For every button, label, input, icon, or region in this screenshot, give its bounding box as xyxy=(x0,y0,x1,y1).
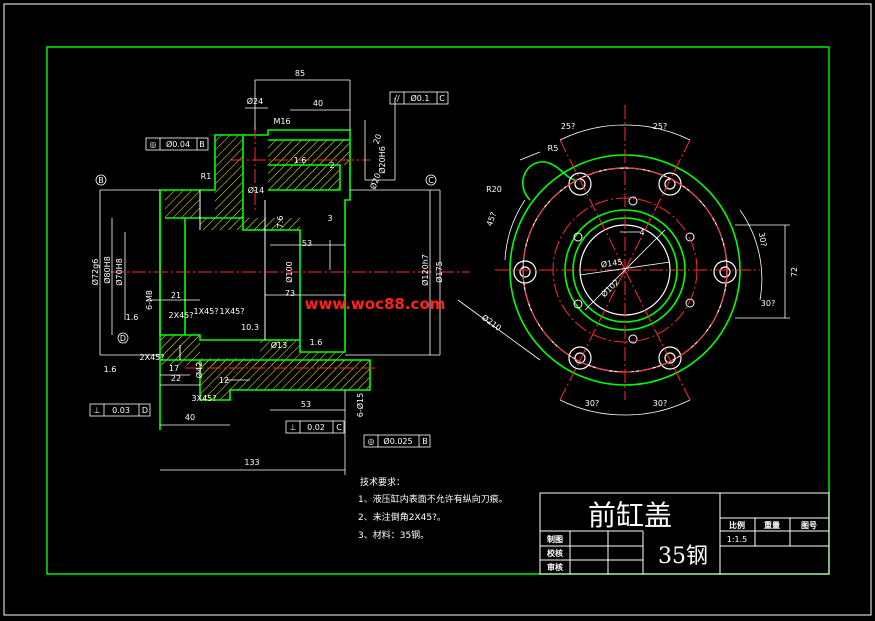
dim-10-3: 10.3 xyxy=(241,323,259,332)
tol-3-value: 0.03 xyxy=(112,406,130,415)
dim-145: Ø145 xyxy=(600,257,623,270)
dim-133: 133 xyxy=(244,458,259,467)
dim-72-front: 72 xyxy=(790,267,799,277)
label-approved: 审核 xyxy=(547,562,563,572)
datum-c-label: C xyxy=(428,176,434,185)
dim-45: 45? xyxy=(485,211,498,228)
outer-border xyxy=(3,3,872,616)
tol-1-value: Ø0.04 xyxy=(166,139,190,149)
label-checked: 校核 xyxy=(547,548,563,558)
dim-42: Ø42 xyxy=(194,362,204,378)
dim-1-6-mid: 1.6 xyxy=(310,338,323,347)
material-large: 35钢 xyxy=(658,544,708,569)
tol-4-datum: C xyxy=(336,423,342,432)
dim-175: Ø175 xyxy=(434,261,444,283)
dim-20b: Ø20 xyxy=(368,172,383,191)
dim-20: 20 xyxy=(372,133,384,146)
tol-1-symbol: ◎ xyxy=(150,140,157,149)
tol-3-datum: D xyxy=(142,406,148,415)
dim-53b: 53 xyxy=(301,400,311,409)
dim-21: 21 xyxy=(171,291,181,300)
dim-1-6-top: 1.6 xyxy=(294,156,307,165)
tech-item-3: 3、材料：35钢。 xyxy=(358,529,429,541)
dim-cham-2x45b: 2X45? xyxy=(140,353,165,362)
dim-m16: M16 xyxy=(273,117,290,126)
dim-1-6-left: 1.6 xyxy=(126,313,139,322)
dim-22: 22 xyxy=(171,374,181,383)
dim-1-6-low: 1.6 xyxy=(104,365,117,374)
dim-13: Ø13 xyxy=(271,340,287,350)
dim-cham-1x45b: 1X45? xyxy=(220,307,245,316)
dim-24: Ø24 xyxy=(247,96,263,106)
dim-30-right-low: 30? xyxy=(761,299,775,308)
tol-1-datum: B xyxy=(199,140,205,149)
tol-2-value: Ø0.1 xyxy=(410,93,429,103)
dim-12: 12 xyxy=(219,376,229,385)
label-scale: 比例 xyxy=(729,520,745,530)
tol-3-symbol: ⊥ xyxy=(94,406,101,415)
dim-r20: R20 xyxy=(486,185,502,194)
dim-3: 3 xyxy=(327,214,332,223)
tol-4-value: 0.02 xyxy=(307,423,325,432)
dim-r1: R1 xyxy=(201,172,212,181)
dim-30-bottom-right: 30? xyxy=(653,399,667,408)
dim-100: Ø100 xyxy=(284,261,294,283)
dim-25-right: 25? xyxy=(653,122,667,131)
dim-85: 85 xyxy=(295,69,305,78)
hatch-top-right xyxy=(268,140,350,165)
tol-4-symbol: ⊥ xyxy=(290,423,297,432)
datum-d-label: D xyxy=(120,334,126,343)
dim-4: 4 xyxy=(639,228,644,237)
dim-2: 2 xyxy=(329,161,334,170)
dim-30-right: 30? xyxy=(757,232,768,248)
dim-40b: 40 xyxy=(185,413,195,422)
dim-7-6: 7.6 xyxy=(276,216,285,229)
watermark-text: www.woc88.com xyxy=(305,295,446,313)
dim-210: Ø210 xyxy=(480,312,503,333)
dim-70h8: Ø70H8 xyxy=(114,258,124,286)
dim-17: 17 xyxy=(169,364,179,373)
scale-value: 1:1.5 xyxy=(727,535,748,544)
dim-120h7: Ø120h7 xyxy=(420,254,430,286)
tol-2-datum: C xyxy=(439,94,445,103)
dim-53: 53 xyxy=(302,239,312,248)
tech-item-1: 1、液压缸内表面不允许有纵向刀痕。 xyxy=(358,493,508,505)
tol-2-symbol: // xyxy=(394,94,400,103)
dim-40: 40 xyxy=(313,99,323,108)
label-weight: 重量 xyxy=(764,520,780,530)
title-block: 前缸盖 35钢 制图 校核 审核 比例 重量 图号 1:1.5 xyxy=(539,492,830,575)
dim-cham-3x45: 3X45? xyxy=(192,394,217,403)
tol-5-symbol: ◎ xyxy=(368,437,375,446)
drawing-frame xyxy=(46,46,830,575)
section-view: B C D ◎ Ø0.04 B // Ø0.1 C ⊥ 0.03 D xyxy=(89,69,470,475)
dim-73: 73 xyxy=(285,289,295,298)
tech-item-2: 2、未注倒角2X45?。 xyxy=(358,511,446,523)
dim-r5: R5 xyxy=(548,144,559,153)
label-drawn: 制图 xyxy=(547,534,563,544)
dim-cham-1x45a: 1X45? xyxy=(194,307,219,316)
tech-requirements: 技术要求： 1、液压缸内表面不允许有纵向刀痕。 2、未注倒角2X45?。 3、材… xyxy=(358,476,508,541)
dim-20h6: Ø20H6 xyxy=(377,146,387,174)
part-name: 前缸盖 xyxy=(588,499,672,532)
dim-6-m8: 6-M8 xyxy=(145,290,154,310)
label-drawing-no: 图号 xyxy=(801,521,817,530)
dim-30-bottom-left: 30? xyxy=(585,399,599,408)
front-view: 25? 25? R5 R20 45? 30? 72 30? Ø145 Ø102 … xyxy=(457,105,799,416)
dim-cham-2x45: 2X45? xyxy=(169,311,194,320)
dim-80h8: Ø80H8 xyxy=(102,256,112,284)
dim-14: Ø14 xyxy=(248,185,264,195)
dim-72g6: Ø72g6 xyxy=(90,259,100,286)
tech-heading: 技术要求： xyxy=(360,476,405,488)
tol-5-value: Ø0.025 xyxy=(383,436,412,446)
dim-25-left: 25? xyxy=(561,122,575,131)
hatch-boss xyxy=(268,165,340,190)
hatch-lower xyxy=(160,335,345,365)
dim-102: Ø102 xyxy=(599,277,621,299)
tol-5-datum: B xyxy=(422,437,428,446)
dim-6-15: 6-Ø15 xyxy=(355,393,365,417)
hatch-upper-left xyxy=(165,135,300,230)
datum-b-label: B xyxy=(98,176,104,185)
